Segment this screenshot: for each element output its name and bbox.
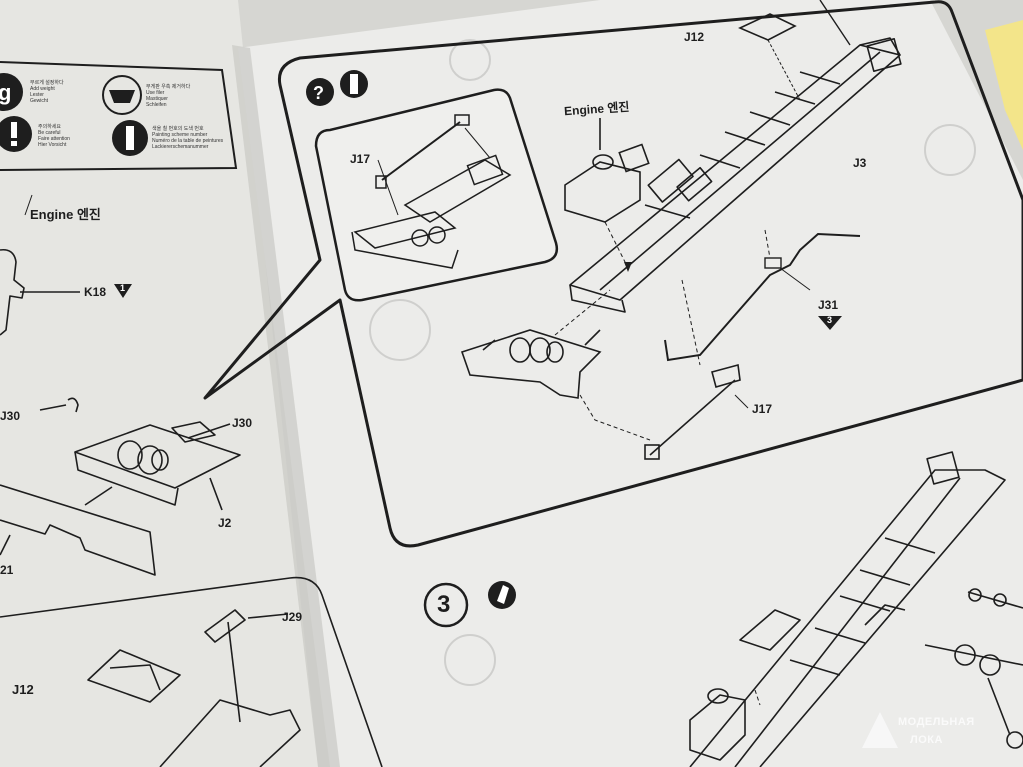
chassis-frame-step2 <box>569 37 902 313</box>
page-spine <box>232 45 340 767</box>
label-j21: 21 <box>0 563 14 577</box>
label-j17-inset: J17 <box>350 152 371 166</box>
legend-paint-text: 색을 칠 번호의 도색 번호 Painting scheme number Nu… <box>152 126 224 150</box>
j31-bar <box>664 232 861 362</box>
legend-box <box>0 61 238 171</box>
legend-file-text: 무게판 우측 제거하다 Use filer Mastiquer Schleife… <box>146 84 191 108</box>
yellow-object <box>985 20 1023 150</box>
legend-weight-text: 부르게 설정하다 Add weight Lester Gewicht <box>30 80 64 104</box>
chassis-frame-step3 <box>689 451 1023 767</box>
add-weight-icon: g <box>0 73 23 111</box>
j17-rod <box>644 363 741 460</box>
svg-text:g: g <box>0 80 11 105</box>
paint-bottle-icon <box>488 581 516 609</box>
careful-icon <box>340 70 368 98</box>
step2-frame <box>203 0 1023 548</box>
left-page-parts <box>0 248 383 767</box>
label-j12-bottom: J12 <box>12 682 34 697</box>
left-page <box>0 0 318 767</box>
axle-assembly <box>460 329 602 399</box>
label-j17: J17 <box>752 402 773 416</box>
label-j30-left: J30 <box>0 409 21 423</box>
step3-number: 3 <box>437 591 451 618</box>
right-page <box>238 0 1023 767</box>
label-j30-right: J30 <box>232 416 253 430</box>
j12-plate-top <box>738 13 797 41</box>
label-j29: J29 <box>282 610 303 624</box>
k18-step-marker <box>114 284 132 298</box>
use-filler-icon <box>102 75 142 115</box>
question-icon: ? <box>306 78 334 106</box>
paint-number-icon <box>112 120 148 156</box>
j31-step-marker <box>818 316 842 330</box>
label-k18: K18 <box>84 285 107 299</box>
label-engine-left: Engine 엔진 <box>30 207 101 222</box>
watermark-logo <box>862 712 898 748</box>
step3-badge <box>423 582 469 628</box>
label-j31-step: 3 <box>827 315 833 325</box>
watermark-text-1: МОДЕЛЬНАЯ <box>898 716 975 728</box>
label-j12-top: J12 <box>684 30 705 44</box>
label-j2: J2 <box>218 516 232 530</box>
print-through-shadows <box>369 39 976 686</box>
label-k18-step: 1 <box>120 283 126 293</box>
watermark-text-2: ЛОКА <box>910 734 943 746</box>
be-careful-icon <box>0 116 32 152</box>
engine-part <box>564 118 650 223</box>
label-j3: J3 <box>853 156 867 170</box>
inset-detail-box <box>314 88 559 302</box>
legend-careful-text: 주의하세요 Be careful Faire attention Hier Vo… <box>38 124 70 148</box>
svg-text:?: ? <box>313 83 324 103</box>
label-j31: J31 <box>818 298 839 312</box>
